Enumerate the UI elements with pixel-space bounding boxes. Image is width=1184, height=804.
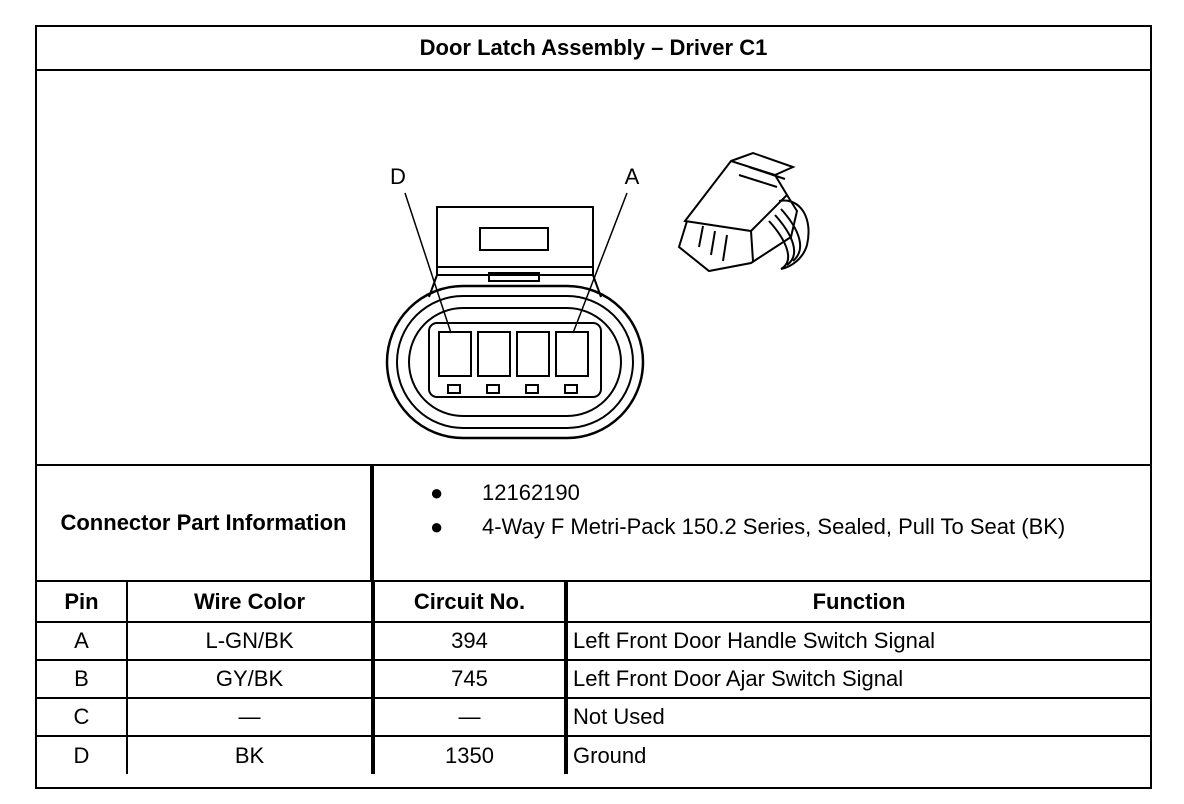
connector-description: 4-Way F Metri-Pack 150.2 Series, Sealed,…	[482, 514, 1066, 539]
function-cell: Left Front Door Ajar Switch Signal	[566, 659, 1150, 698]
part-number: 12162190	[482, 480, 580, 505]
inner-seal	[408, 307, 622, 417]
leader-line-a	[572, 192, 628, 334]
pin-table: Pin Wire Color Circuit No. Function A L-…	[37, 582, 1150, 774]
wire-color-cell: —	[127, 697, 375, 736]
function-cell: Not Used	[566, 697, 1150, 736]
function-cell: Left Front Door Handle Switch Signal	[566, 621, 1150, 660]
pin-cell: B	[37, 659, 128, 698]
info-item: ● 12162190	[374, 476, 1150, 510]
bullet-icon: ●	[430, 480, 444, 505]
seal-ring	[396, 295, 634, 429]
header-wire-color: Wire Color	[127, 582, 375, 622]
wire-color-cell: BK	[127, 735, 375, 774]
connector-iso-drawing	[677, 151, 810, 273]
connector-diagram: D A	[37, 71, 1150, 466]
bullet-icon: ●	[430, 514, 444, 539]
header-function: Function	[812, 588, 906, 614]
leader-line-d	[404, 192, 452, 334]
table-row: A L-GN/BK 394 Left Front Door Handle Swi…	[37, 621, 1150, 660]
latch-window	[479, 227, 549, 251]
wire-color-cell: L-GN/BK	[127, 621, 375, 660]
pin-label-a: A	[625, 164, 640, 189]
cavity-frame	[428, 322, 602, 398]
outer-seal	[385, 284, 645, 440]
page-title: Door Latch Assembly – Driver C1	[37, 27, 1150, 71]
connector-part-info: Connector Part Information ● 12162190 ● …	[37, 466, 1150, 582]
pin-cell: D	[37, 735, 128, 774]
connector-face-drawing: D A	[385, 151, 810, 440]
cavity-a	[555, 331, 589, 377]
info-item: ● 4-Way F Metri-Pack 150.2 Series, Seale…	[374, 510, 1150, 544]
connector-sheet: Door Latch Assembly – Driver C1	[35, 25, 1152, 789]
cavity-c	[477, 331, 511, 377]
connector-part-info-list: ● 12162190 ● 4-Way F Metri-Pack 150.2 Se…	[374, 476, 1150, 544]
circuit-cell: 1350	[373, 735, 568, 774]
circuit-cell: —	[373, 697, 568, 736]
pin-cell: A	[37, 621, 128, 660]
pin-table-header: Pin Wire Color Circuit No. Function	[37, 582, 1150, 622]
table-row: C — — Not Used	[37, 697, 1150, 736]
pin-label-d: D	[390, 164, 406, 189]
circuit-cell: 745	[373, 659, 568, 698]
header-circuit-no: Circuit No.	[373, 582, 568, 622]
connector-part-info-label: Connector Part Information	[37, 466, 374, 580]
function-cell: Ground	[566, 735, 1150, 774]
table-row: B GY/BK 745 Left Front Door Ajar Switch …	[37, 659, 1150, 698]
table-row: D BK 1350 Ground	[37, 735, 1150, 774]
pin-cell: C	[37, 697, 128, 736]
cavity-d	[438, 331, 472, 377]
cavity-b	[516, 331, 550, 377]
wire-color-cell: GY/BK	[127, 659, 375, 698]
circuit-cell: 394	[373, 621, 568, 660]
header-pin: Pin	[37, 582, 128, 622]
latch-housing	[436, 206, 594, 276]
